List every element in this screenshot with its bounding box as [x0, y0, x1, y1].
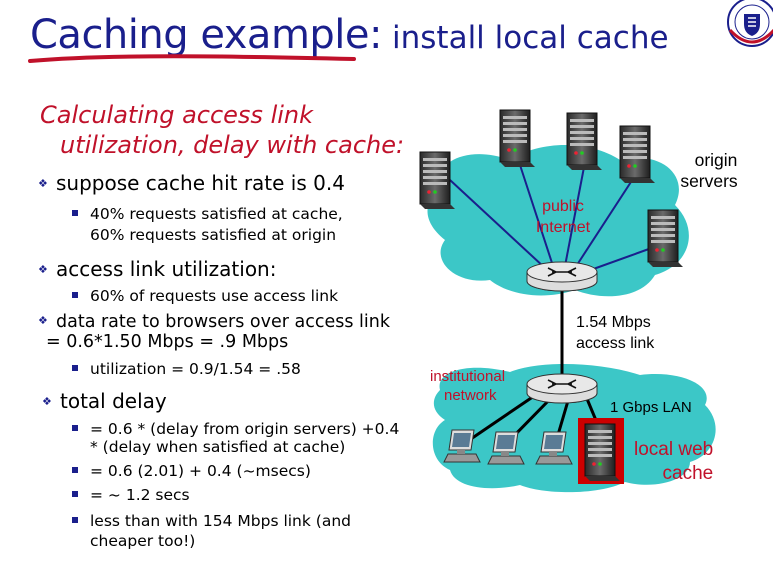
origin-server-icon — [499, 109, 536, 168]
square-bullet-icon — [72, 210, 78, 216]
subtitle-line1: Calculating access link — [40, 101, 314, 129]
diamond-bullet-icon: ❖ — [38, 314, 48, 327]
institutional-router-icon — [526, 373, 598, 404]
square-bullet-icon — [72, 467, 78, 473]
origin-server-icon — [647, 209, 684, 268]
title-underline — [28, 54, 356, 63]
square-bullet-icon — [72, 292, 78, 298]
cache-server-icon — [584, 423, 621, 482]
bullet-hit-rate: ❖suppose cache hit rate is 0.4 — [38, 171, 345, 195]
sub-bullet-continuation: 60% requests satisfied at origin — [90, 226, 337, 244]
network-diagram — [419, 109, 716, 493]
subtitle: Calculating access link utilization, del… — [40, 100, 440, 160]
sub-bullet: = ~ 1.2 secs — [72, 484, 190, 506]
diamond-bullet-icon: ❖ — [38, 263, 48, 276]
bullet-data-rate-cont: = 0.6*1.50 Mbps = .9 Mbps — [46, 332, 289, 352]
origin-server-icon — [619, 125, 656, 184]
bullet-data-rate: ❖data rate to browsers over access link — [38, 312, 390, 332]
university-seal-logo — [727, 0, 773, 47]
subtitle-line2: utilization, delay with cache: — [60, 131, 405, 159]
sub-bullet: = 0.6 * (delay from origin servers) +0.4 — [72, 418, 399, 440]
sub-bullet-continuation: cheaper too!) — [90, 532, 196, 550]
bullet-total-delay: ❖total delay — [42, 389, 167, 413]
origin-server-icon — [566, 112, 603, 171]
square-bullet-icon — [72, 517, 78, 523]
sub-bullet: 60% of requests use access link — [72, 285, 338, 307]
square-bullet-icon — [72, 365, 78, 371]
square-bullet-icon — [72, 425, 78, 431]
origin-server-icon — [419, 151, 456, 210]
diamond-bullet-icon: ❖ — [42, 395, 52, 408]
slide-title: Caching example:install local cache — [30, 12, 669, 58]
sub-bullet: less than with 154 Mbps link (and — [72, 510, 351, 532]
title-main: Caching example: — [30, 12, 383, 58]
sub-bullet: = 0.6 (2.01) + 0.4 (~msecs) — [72, 460, 311, 482]
sub-bullet-continuation: * (delay when satisfied at cache) — [90, 438, 346, 456]
internet-router-icon — [526, 261, 598, 292]
sub-bullet: utilization = 0.9/1.54 = .58 — [72, 358, 301, 380]
diamond-bullet-icon: ❖ — [38, 177, 48, 190]
bullet-utilization: ❖access link utilization: — [38, 257, 277, 281]
title-sub: install local cache — [392, 20, 669, 56]
lan-label: 1 Gbps LAN — [610, 399, 692, 416]
sub-bullet: 40% requests satisfied at cache, — [72, 203, 343, 225]
square-bullet-icon — [72, 491, 78, 497]
